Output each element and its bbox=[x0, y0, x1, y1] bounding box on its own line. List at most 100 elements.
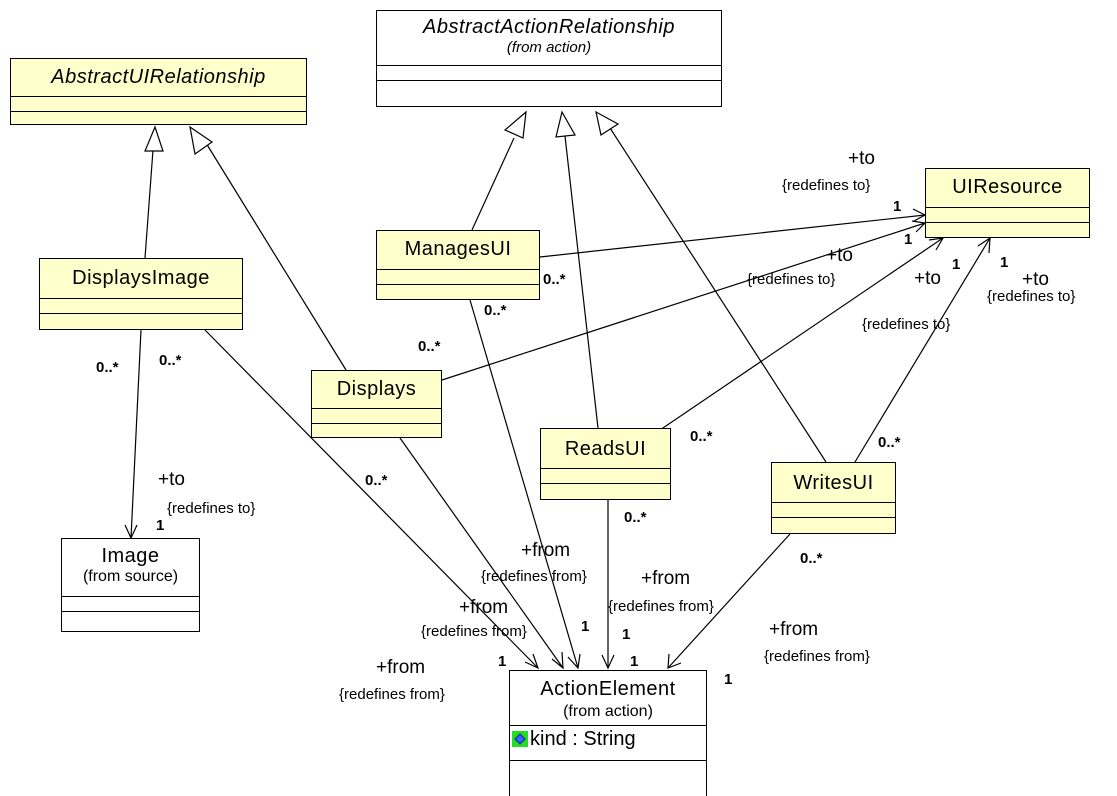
attribute-kind: kind : String bbox=[530, 728, 636, 750]
association-managesui-uiresource bbox=[539, 214, 926, 258]
class-package: (from action) bbox=[506, 39, 592, 56]
operation-compartment bbox=[11, 111, 306, 112]
role-constraint: {redefines to} bbox=[167, 500, 256, 517]
arrowhead bbox=[567, 653, 581, 670]
role-label: +from bbox=[376, 657, 426, 678]
role-constraint: {redefines from} bbox=[764, 648, 870, 665]
role-label: +to bbox=[914, 268, 941, 289]
role-constraint: {redefines to} bbox=[782, 177, 871, 194]
role-constraint: {redefines from} bbox=[421, 623, 527, 640]
multiplicity-label: 0..* bbox=[878, 434, 901, 451]
class-action-element[interactable]: ActionElement (from action) kind : Strin… bbox=[509, 670, 707, 796]
operation-compartment bbox=[541, 483, 670, 484]
class-abstract-action-relationship[interactable]: AbstractActionRelationship (from action) bbox=[376, 10, 722, 107]
association-writesui-uiresource bbox=[854, 237, 991, 463]
arrowhead bbox=[667, 653, 682, 669]
multiplicity-label: 1 bbox=[581, 618, 590, 635]
association-writesui-actionelement bbox=[667, 533, 791, 669]
role-constraint: {redefines to} bbox=[987, 288, 1076, 305]
multiplicity-label: 1 bbox=[622, 626, 631, 643]
operation-compartment bbox=[772, 517, 895, 518]
role-label: +to bbox=[848, 148, 875, 169]
class-name: Displays bbox=[336, 378, 417, 400]
multiplicity-label: 0..* bbox=[96, 359, 119, 376]
multiplicity-label: 0..* bbox=[365, 472, 388, 489]
multiplicity-label: 0..* bbox=[159, 352, 182, 369]
attribute-row[interactable]: kind : String bbox=[510, 726, 706, 752]
role-label: +from bbox=[641, 568, 691, 589]
attribute-compartment: kind : String bbox=[510, 725, 706, 752]
arrowhead bbox=[551, 651, 564, 670]
role-label: +to bbox=[158, 469, 185, 490]
role-label: +from bbox=[769, 619, 819, 640]
public-attribute-icon bbox=[512, 731, 528, 747]
generalization-readsui bbox=[564, 135, 599, 429]
operation-compartment bbox=[377, 80, 721, 81]
class-name: Image bbox=[101, 545, 160, 567]
class-reads-ui[interactable]: ReadsUI bbox=[540, 428, 671, 500]
class-abstract-ui-relationship[interactable]: AbstractUIRelationship bbox=[10, 58, 307, 125]
class-name: ActionElement bbox=[540, 678, 676, 700]
multiplicity-label: 0..* bbox=[543, 271, 566, 288]
class-writes-ui[interactable]: WritesUI bbox=[771, 462, 896, 534]
association-displays-actionelement bbox=[399, 437, 564, 669]
attribute-compartment bbox=[62, 596, 199, 611]
multiplicity-label: 0..* bbox=[690, 428, 713, 445]
role-label: +to bbox=[826, 245, 853, 266]
generalization-writesui bbox=[609, 127, 827, 463]
class-name: WritesUI bbox=[793, 472, 874, 494]
inheritance-arrowhead bbox=[189, 125, 214, 156]
class-displays-image[interactable]: DisplaysImage bbox=[39, 258, 243, 330]
inheritance-arrowhead bbox=[555, 110, 576, 138]
attribute-compartment bbox=[11, 96, 306, 111]
class-name: AbstractUIRelationship bbox=[51, 66, 266, 88]
inheritance-arrowhead bbox=[503, 110, 527, 139]
class-displays[interactable]: Displays bbox=[311, 370, 442, 438]
class-manages-ui[interactable]: ManagesUI bbox=[376, 230, 540, 300]
role-label: +from bbox=[459, 597, 509, 618]
operation-compartment bbox=[510, 760, 706, 761]
multiplicity-label: 1 bbox=[724, 671, 733, 688]
class-image[interactable]: Image (from source) bbox=[61, 538, 200, 632]
operation-compartment bbox=[377, 284, 539, 285]
generalization-displaysimage bbox=[144, 149, 154, 259]
attribute-compartment bbox=[312, 408, 441, 423]
arrowhead bbox=[977, 236, 991, 254]
class-name: DisplaysImage bbox=[72, 267, 210, 289]
class-name: AbstractActionRelationship bbox=[422, 16, 675, 38]
class-name: ReadsUI bbox=[564, 438, 647, 460]
inheritance-arrowhead bbox=[144, 125, 164, 152]
operation-compartment bbox=[62, 611, 199, 612]
multiplicity-label: 1 bbox=[630, 653, 639, 670]
association-displays-uiresource bbox=[441, 222, 926, 381]
association-displaysimage-image bbox=[130, 329, 142, 539]
multiplicity-label: 0..* bbox=[800, 550, 823, 567]
multiplicity-label: 0..* bbox=[418, 338, 441, 355]
multiplicity-label: 0..* bbox=[484, 302, 507, 319]
role-constraint: {redefines from} bbox=[608, 598, 714, 615]
role-constraint: {redefines to} bbox=[747, 271, 836, 288]
association-readsui-uiresource bbox=[659, 237, 944, 431]
multiplicity-label: 1 bbox=[1000, 254, 1009, 271]
attribute-compartment bbox=[772, 502, 895, 517]
class-name: ManagesUI bbox=[404, 238, 512, 260]
association-managesui-actionelement bbox=[469, 299, 579, 669]
generalization-displays bbox=[205, 142, 347, 371]
multiplicity-label: 0..* bbox=[624, 509, 647, 526]
class-package: (from source) bbox=[82, 568, 179, 585]
association-displaysimage-actionelement bbox=[204, 329, 539, 669]
multiplicity-label: 1 bbox=[904, 231, 913, 248]
operation-compartment bbox=[40, 313, 242, 314]
class-name: UIResource bbox=[952, 176, 1063, 198]
arrowhead bbox=[601, 654, 615, 670]
role-constraint: {redefines from} bbox=[339, 686, 445, 703]
multiplicity-label: 1 bbox=[498, 653, 507, 670]
attribute-compartment bbox=[377, 65, 721, 80]
role-constraint: {redefines to} bbox=[862, 316, 951, 333]
generalization-managesui bbox=[471, 137, 515, 231]
class-package: (from action) bbox=[563, 703, 653, 720]
role-label: +from bbox=[521, 540, 571, 561]
class-ui-resource[interactable]: UIResource bbox=[925, 168, 1090, 238]
